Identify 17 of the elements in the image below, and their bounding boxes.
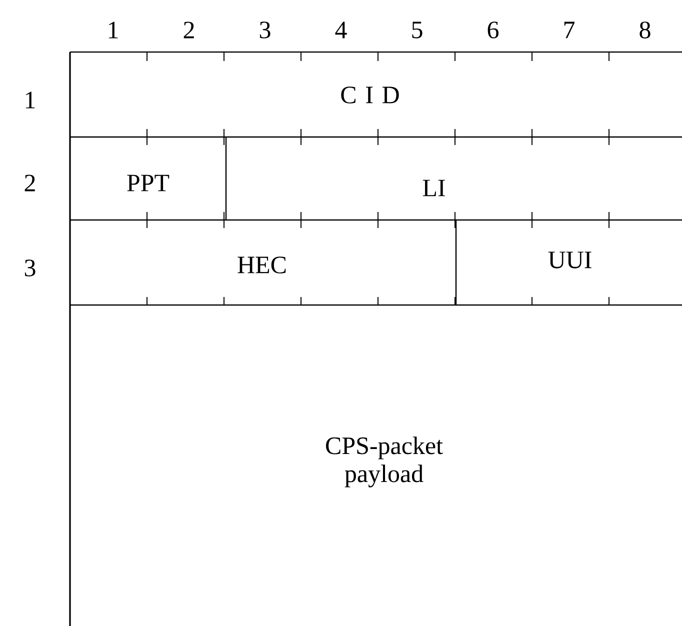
row-number: 2 <box>24 174 35 192</box>
column-number: 7 <box>564 22 575 38</box>
field-label: LI <box>422 180 445 196</box>
column-number: 5 <box>412 22 422 38</box>
column-number: 8 <box>640 22 650 38</box>
field-label: HEC <box>238 256 286 274</box>
row-number: 1 <box>26 92 35 108</box>
field-label: PPT <box>127 174 170 192</box>
column-number: 2 <box>184 22 194 38</box>
column-number: 6 <box>488 22 499 38</box>
row-number: 3 <box>24 260 36 276</box>
field-label: CPS-packet payload <box>326 436 443 488</box>
field-label: C I D <box>341 86 399 104</box>
field-label: UUI <box>548 252 592 268</box>
column-number: 1 <box>108 22 118 38</box>
column-number: 4 <box>335 22 347 38</box>
column-number: 3 <box>260 22 270 38</box>
